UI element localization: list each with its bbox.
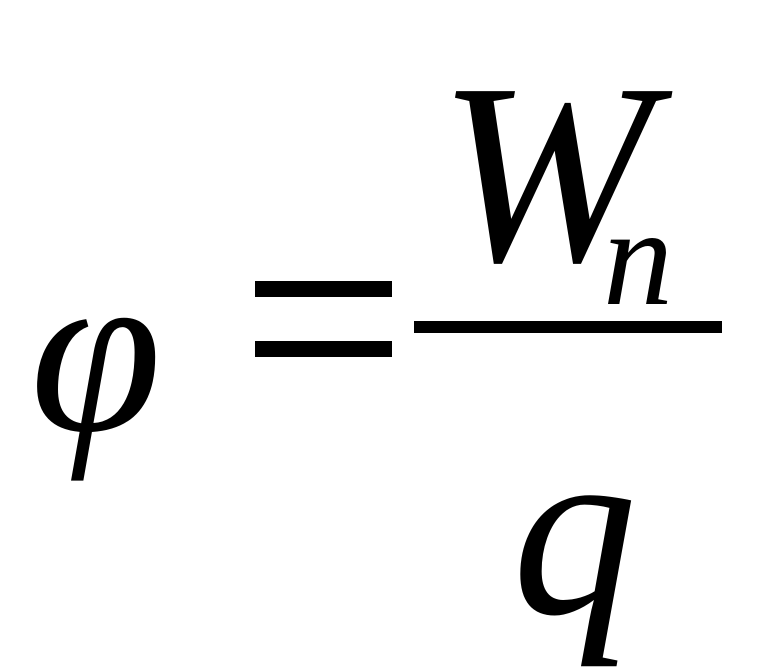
numerator-base: W — [438, 30, 653, 316]
fraction-bar — [414, 321, 722, 333]
equals-bottom-bar — [255, 341, 392, 357]
denominator: q — [512, 391, 637, 668]
equals-top-bar — [255, 281, 392, 297]
numerator-subscript: n — [603, 180, 673, 335]
formula-lhs-phi: φ — [30, 219, 162, 482]
